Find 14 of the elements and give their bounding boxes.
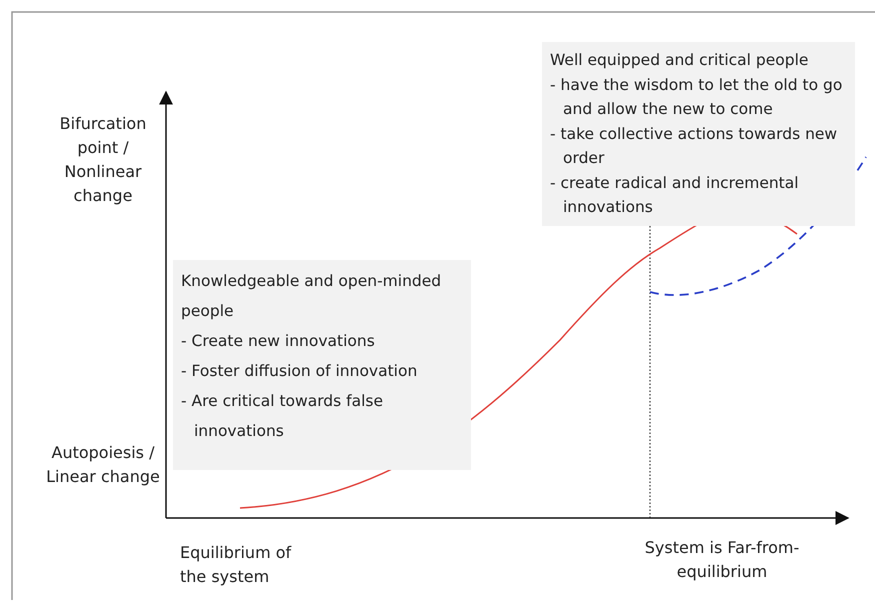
text-panel <box>542 42 855 226</box>
bullet-item: - have the wisdom to let the old to go and allow the new to come <box>550 74 844 120</box>
axis-label: Autopoiesis / Linear change <box>45 442 161 488</box>
bullet-item: - Are critical towards false innovations <box>181 391 384 442</box>
bullet-item: - Foster diffusion of innovation <box>181 361 418 382</box>
axis-label: Equilibrium of the system <box>180 542 292 588</box>
axis-label: Bifurcation point / Nonlinear change <box>58 113 148 207</box>
panel-heading: Knowledgeable and open-minded people <box>181 271 442 322</box>
panel-heading: Well equipped and critical people <box>550 50 810 71</box>
bullet-item: - create radical and incremental innovations <box>550 172 800 218</box>
bullet-item: - take collective actions towards new order <box>550 124 838 169</box>
bullet-item: - Create new innovations <box>181 331 376 352</box>
axis-label: System is Far-from-equilibrium <box>644 537 800 583</box>
text-panel <box>173 260 471 470</box>
